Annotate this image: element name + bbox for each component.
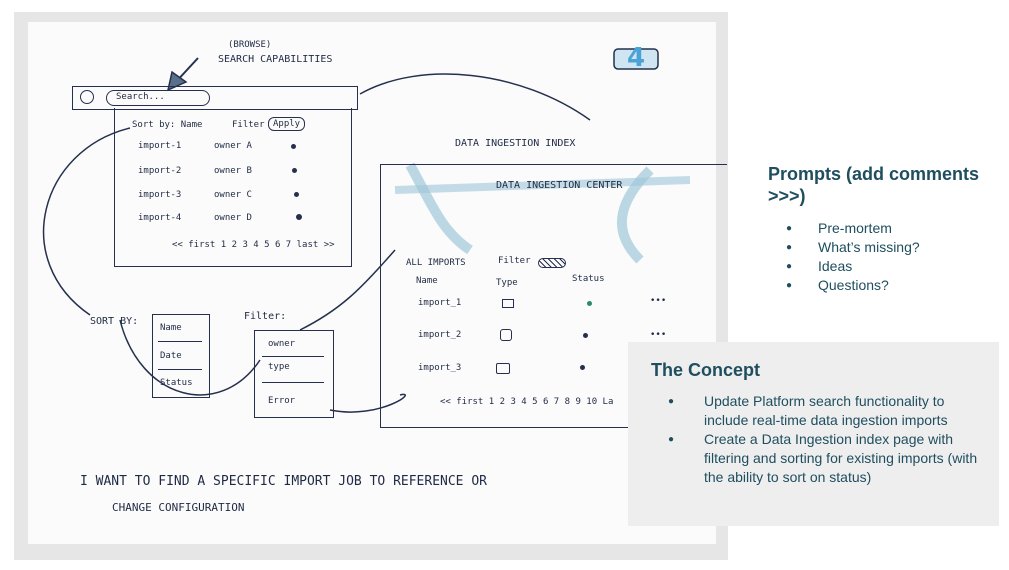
sort-option[interactable]: Date (160, 351, 182, 361)
more-options-icon[interactable]: ••• (650, 330, 667, 340)
type-icon (500, 329, 512, 341)
filter-option[interactable]: type (268, 362, 290, 372)
filter-control[interactable]: Filter (232, 120, 265, 130)
center-title: DATA INGESTION CENTER (496, 180, 623, 191)
concept-list: Update Platform search functionality to … (628, 392, 999, 487)
status-dot (292, 168, 297, 173)
search-row-name[interactable]: import-3 (138, 190, 182, 200)
prompts-list: Pre-mortem What’s missing? Ideas Questio… (768, 219, 988, 295)
folder-icon (496, 363, 510, 374)
center-filter-label[interactable]: Filter (498, 256, 531, 266)
filter-options-box (254, 330, 334, 418)
prompts-title: Prompts (add comments >>>) (768, 164, 980, 206)
search-capabilities-label: SEARCH CAPABILITIES (218, 54, 333, 65)
concept-panel: The Concept Update Platform search funct… (628, 342, 999, 526)
search-input[interactable] (106, 90, 210, 106)
search-row-owner: owner C (214, 190, 252, 200)
all-imports-label: ALL IMPORTS (406, 258, 466, 268)
search-row-name[interactable]: import-2 (138, 166, 182, 176)
status-dot (587, 301, 592, 306)
status-dot (291, 144, 296, 149)
goal-line-2: CHANGE CONFIGURATION (112, 501, 245, 514)
column-header-name: Name (416, 276, 438, 286)
apply-button[interactable]: Apply (268, 117, 306, 131)
search-results-panel (114, 108, 352, 267)
prompt-item: What’s missing? (768, 238, 988, 257)
center-panel (380, 164, 727, 428)
filter-option[interactable]: owner (268, 339, 296, 349)
search-row-name[interactable]: import-4 (138, 213, 182, 223)
search-row-owner: owner A (214, 141, 252, 151)
index-title: DATA INGESTION INDEX (455, 138, 576, 149)
logo: 4 (627, 43, 646, 73)
filter-label: Filter: (244, 311, 287, 322)
filter-slider[interactable] (538, 258, 566, 268)
search-row-name[interactable]: import-1 (138, 141, 182, 151)
sort-by-control[interactable]: Sort by: Name (132, 120, 203, 130)
sort-by-label: SORT BY: (90, 316, 139, 327)
sort-option[interactable]: Status (160, 378, 193, 388)
center-row-name[interactable]: import_1 (418, 298, 462, 308)
prompts-panel: Prompts (add comments >>>) Pre-mortem Wh… (768, 163, 988, 295)
center-pagination[interactable]: << first 1 2 3 4 5 6 7 8 9 10 La (440, 397, 614, 407)
sort-option[interactable]: Name (160, 323, 182, 333)
browse-label: (BROWSE) (228, 40, 272, 50)
type-icon (502, 299, 514, 308)
search-bar-box (72, 86, 358, 110)
status-dot (583, 333, 588, 338)
search-row-owner: owner B (214, 166, 252, 176)
search-placeholder: Search... (116, 92, 165, 102)
status-dot (296, 214, 302, 220)
prompt-item: Pre-mortem (768, 219, 988, 238)
column-header-status: Status (572, 274, 605, 284)
goal-line-1: I WANT TO FIND A SPECIFIC IMPORT JOB TO … (80, 474, 487, 489)
search-row-owner: owner D (214, 213, 252, 223)
sort-options-box (152, 314, 210, 398)
search-icon (80, 90, 94, 104)
prompt-item: Questions? (768, 276, 988, 295)
concept-item: Update Platform search functionality to … (628, 392, 999, 430)
status-dot (580, 365, 585, 370)
pagination[interactable]: << first 1 2 3 4 5 6 7 last >> (172, 240, 335, 250)
column-header-type: Type (496, 278, 518, 288)
center-row-name[interactable]: import_3 (418, 363, 462, 373)
concept-item: Create a Data Ingestion index page with … (628, 430, 999, 487)
more-options-icon[interactable]: ••• (650, 296, 667, 306)
concept-title: The Concept (651, 360, 761, 380)
center-row-name[interactable]: import_2 (418, 330, 462, 340)
status-dot (294, 192, 299, 197)
filter-option[interactable]: Error (268, 396, 296, 406)
prompt-item: Ideas (768, 257, 988, 276)
